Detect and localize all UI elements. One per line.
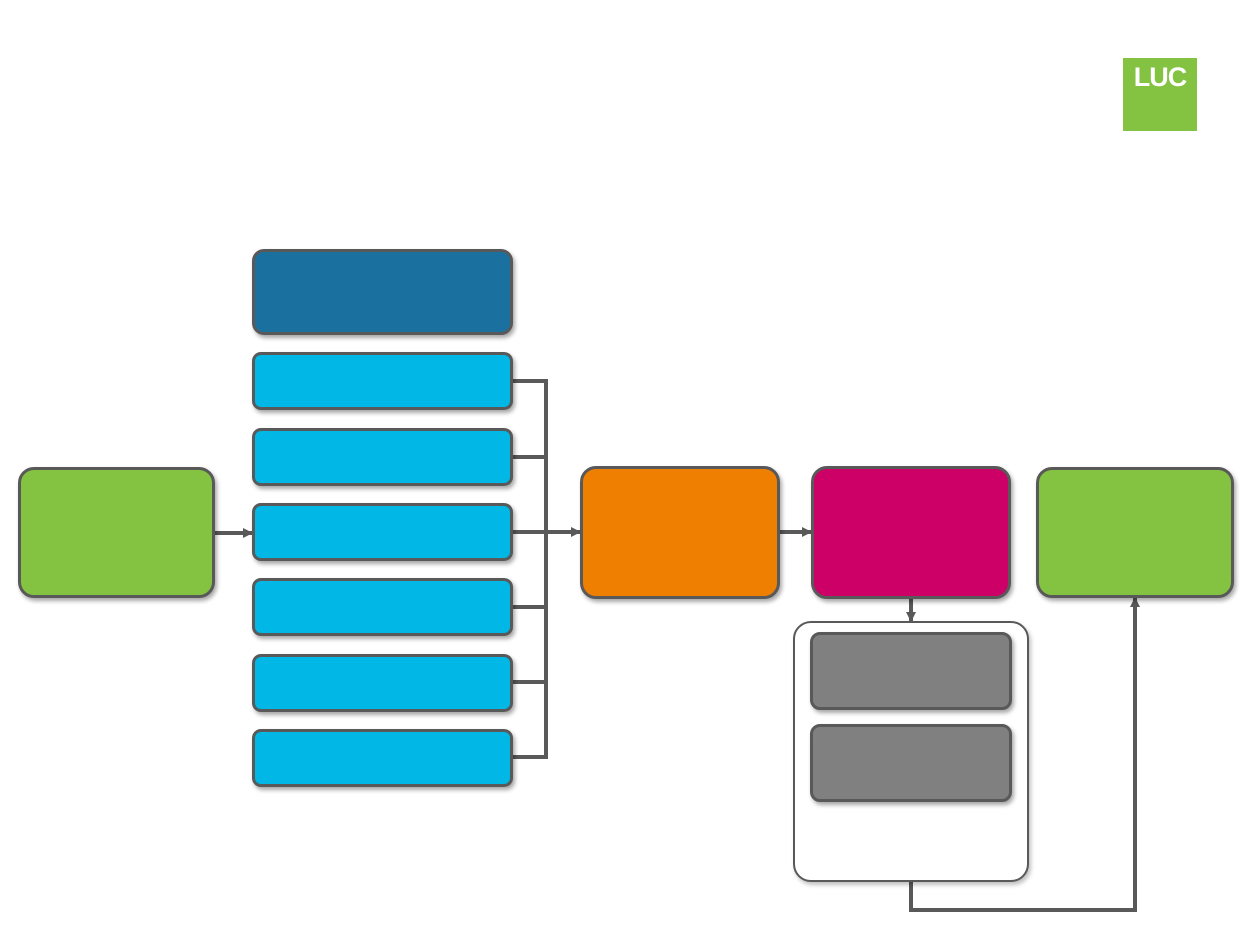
bracket-steps <box>512 379 548 759</box>
luc-logo: LUC <box>1123 58 1197 131</box>
header-node <box>252 249 513 335</box>
step-node-2 <box>252 428 513 486</box>
sub-node-1 <box>810 632 1012 710</box>
step-node-5 <box>252 654 513 712</box>
logo-text: LUC <box>1133 62 1187 92</box>
sub-node-2 <box>810 724 1012 802</box>
process-node <box>580 466 780 599</box>
step-node-1 <box>252 352 513 410</box>
step-node-3 <box>252 503 513 561</box>
start-node <box>18 467 215 598</box>
step-node-4 <box>252 578 513 636</box>
end-node <box>1036 467 1234 598</box>
arrow-group-to-end <box>909 597 1140 912</box>
step-node-6 <box>252 729 513 787</box>
review-node <box>811 466 1011 599</box>
